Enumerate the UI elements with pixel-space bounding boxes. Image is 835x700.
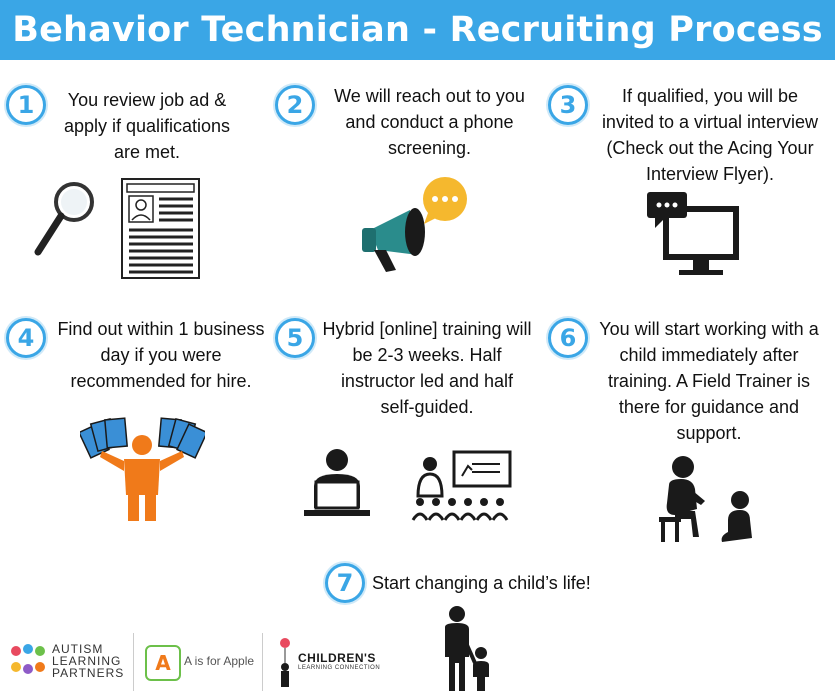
autism-logo-line1: AUTISM <box>52 642 104 656</box>
chat-bubble-icon <box>423 177 467 224</box>
step-4-badge: 4 <box>6 318 46 358</box>
adult-seated-icon <box>659 456 705 542</box>
resume-document-icon <box>121 178 200 279</box>
step-5-text: Hybrid [online] training will be 2-3 wee… <box>322 319 532 417</box>
step-1-badge: 1 <box>6 85 46 125</box>
step-2-number: 2 <box>286 91 304 119</box>
childrens-logo-line2: LEARNING CONNECTION <box>298 665 381 671</box>
step-5-badge: 5 <box>275 318 315 358</box>
step-7-text: Start changing a child’s life! <box>372 573 591 593</box>
page-title: Behavior Technician - Recruiting Process <box>12 10 823 50</box>
logo-divider-2 <box>262 633 263 691</box>
megaphone-icon <box>362 208 425 272</box>
logo-divider-1 <box>133 633 134 691</box>
apple-logo-mark: A <box>145 645 181 681</box>
person-holding-cards-icon <box>80 417 205 521</box>
step-2-text: We will reach out to you and conduct a p… <box>334 86 525 158</box>
step-5-number: 5 <box>286 324 304 352</box>
step-1-text: You review job ad & apply if qualificati… <box>63 90 231 162</box>
step-7-badge: 7 <box>325 563 365 603</box>
partner-logos: AUTISM LEARNING PARTNERS A A is for Appl… <box>0 625 400 695</box>
step-7-number: 7 <box>336 569 354 597</box>
step-3-number: 3 <box>559 91 577 119</box>
title-banner: Behavior Technician - Recruiting Process <box>0 0 835 60</box>
autism-learning-partners-logo-icon <box>11 644 45 674</box>
autism-logo-line2: LEARNING <box>52 654 122 668</box>
childrens-logo-line1: CHILDREN'S <box>298 651 376 665</box>
laptop-user-icon <box>304 449 370 516</box>
magnifying-glass-icon <box>34 182 94 256</box>
child-seated-icon <box>721 491 752 542</box>
apple-logo-text: A is for Apple <box>184 654 255 668</box>
step-6-number: 6 <box>559 324 577 352</box>
childrens-logo-icon <box>280 638 290 687</box>
computer-monitor-icon <box>647 192 739 275</box>
adult-with-child-icon <box>445 606 489 691</box>
step-6-badge: 6 <box>548 318 588 358</box>
autism-logo-line3: PARTNERS <box>52 666 125 680</box>
step-4-number: 4 <box>17 324 35 352</box>
step-4-text: Find out within 1 business day if you we… <box>57 319 265 391</box>
step-3-text: If qualified, you will be invited to a v… <box>601 86 819 184</box>
classroom-presentation-icon <box>411 450 512 521</box>
step-1-number: 1 <box>17 91 35 119</box>
step-3-badge: 3 <box>548 85 588 125</box>
step-2-badge: 2 <box>275 85 315 125</box>
step-6-text: You will start working with a child imme… <box>599 319 819 443</box>
